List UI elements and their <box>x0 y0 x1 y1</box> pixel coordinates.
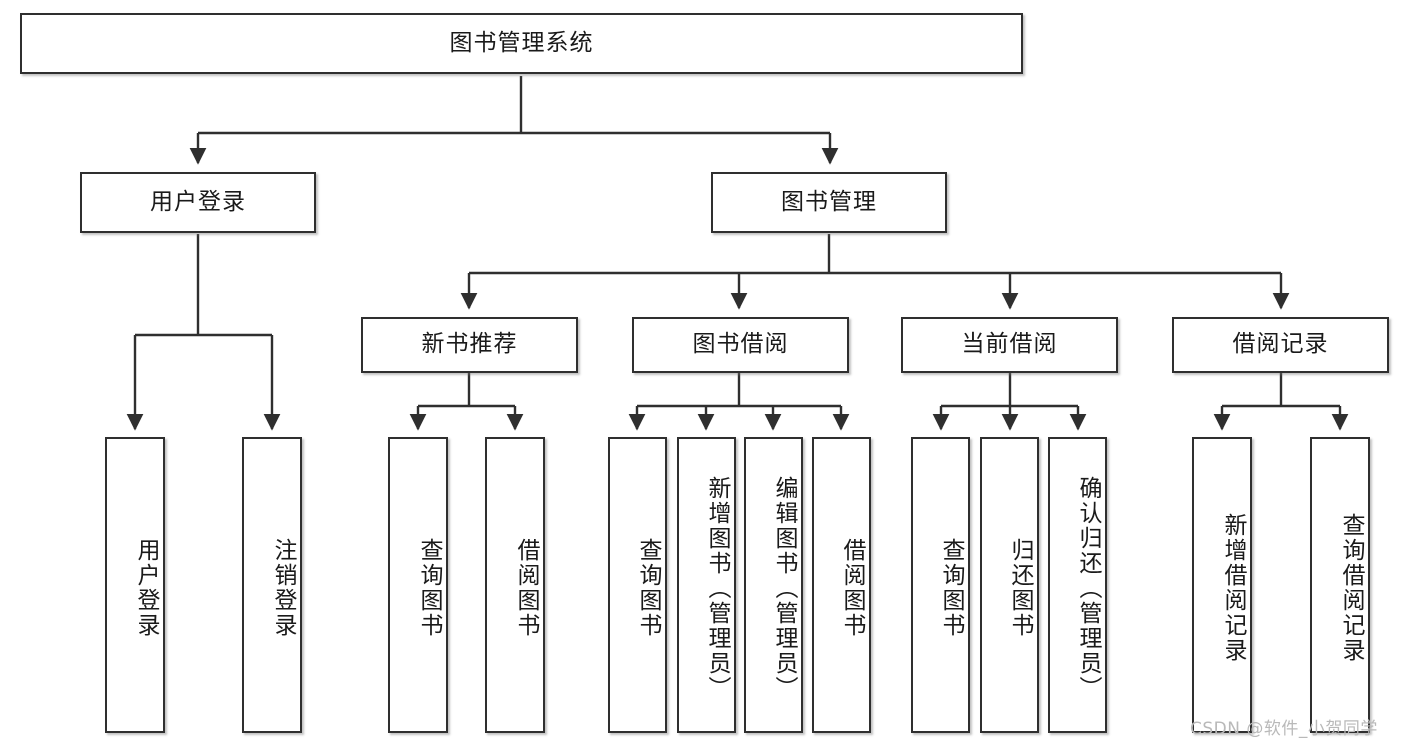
leaf-new-book-query-book[interactable]: 查询图书 <box>388 437 448 733</box>
node-label: 新增借阅记录 <box>1220 513 1246 663</box>
node-label: 图书管理 <box>781 188 877 215</box>
node-label: 编辑图书（管理员） <box>771 475 797 701</box>
node-label: 图书管理系统 <box>449 29 594 56</box>
node-label: 查询图书 <box>635 538 661 638</box>
node-label: 借阅图书 <box>839 538 865 638</box>
leaf-borrow-record-add-record[interactable]: 新增借阅记录 <box>1192 437 1252 733</box>
node-label: 注销登录 <box>270 538 296 638</box>
node-label: 归还图书 <box>1007 538 1033 638</box>
leaf-book-borrow-query-book[interactable]: 查询图书 <box>608 437 667 733</box>
leaf-book-borrow-borrow-book[interactable]: 借阅图书 <box>812 437 871 733</box>
node-label: 确认归还（管理员） <box>1075 475 1101 701</box>
leaf-current-borrow-return-book[interactable]: 归还图书 <box>980 437 1039 733</box>
leaf-current-borrow-query-book[interactable]: 查询图书 <box>911 437 970 733</box>
node-label: 图书借阅 <box>692 331 789 358</box>
node-borrow-record[interactable]: 借阅记录 <box>1172 317 1389 373</box>
node-label: 查询图书 <box>416 538 442 638</box>
node-label: 新书推荐 <box>421 331 518 358</box>
node-new-book-recommend[interactable]: 新书推荐 <box>361 317 578 373</box>
leaf-book-borrow-add-book-admin[interactable]: 新增图书（管理员） <box>677 437 736 733</box>
node-book-borrow[interactable]: 图书借阅 <box>632 317 849 373</box>
node-label: 借阅记录 <box>1232 331 1329 358</box>
node-current-borrow[interactable]: 当前借阅 <box>901 317 1118 373</box>
node-label: 查询图书 <box>938 538 964 638</box>
leaf-current-borrow-confirm-return-admin[interactable]: 确认归还（管理员） <box>1048 437 1107 733</box>
leaf-borrow-record-query-record[interactable]: 查询借阅记录 <box>1310 437 1370 733</box>
node-user-login[interactable]: 用户登录 <box>80 172 316 233</box>
leaf-user-login-login[interactable]: 用户登录 <box>105 437 165 733</box>
watermark-text: CSDN @软件_小贺同学 <box>1190 719 1378 739</box>
node-label: 借阅图书 <box>513 538 539 638</box>
node-book-management[interactable]: 图书管理 <box>711 172 947 233</box>
node-root-book-management-system[interactable]: 图书管理系统 <box>20 13 1023 74</box>
leaf-new-book-borrow-book[interactable]: 借阅图书 <box>485 437 545 733</box>
node-label: 当前借阅 <box>961 331 1058 358</box>
node-label: 用户登录 <box>150 188 246 215</box>
leaf-book-borrow-edit-book-admin[interactable]: 编辑图书（管理员） <box>744 437 803 733</box>
node-label: 查询借阅记录 <box>1338 513 1364 663</box>
leaf-user-login-logout[interactable]: 注销登录 <box>242 437 302 733</box>
node-label: 新增图书（管理员） <box>704 475 730 701</box>
node-label: 用户登录 <box>133 538 159 638</box>
